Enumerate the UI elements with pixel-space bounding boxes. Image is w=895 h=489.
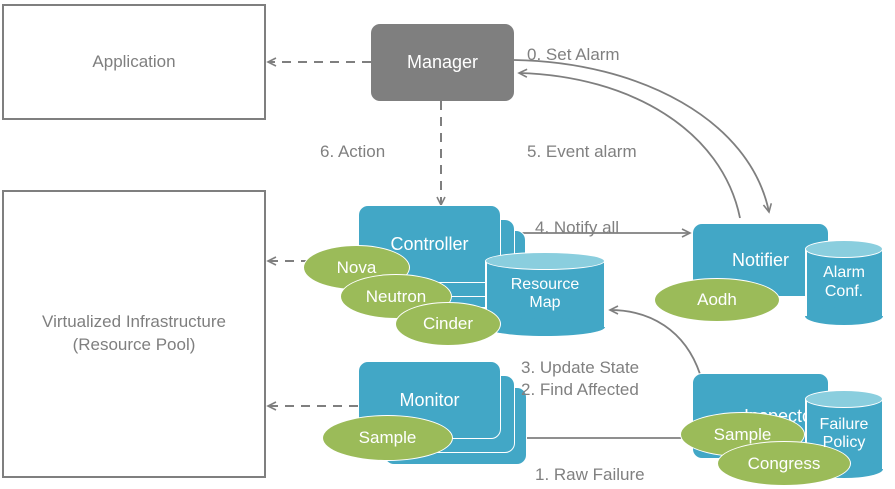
failure-policy-label: Failure Policy xyxy=(819,415,869,451)
tag-cinder-label: Cinder xyxy=(422,314,474,333)
controller-label: Controller xyxy=(390,233,469,254)
cylinder-side-left xyxy=(485,261,487,327)
flow-label-update-find: 3. Update State 2. Find Affected xyxy=(521,335,639,401)
flow-label-event-alarm-text: 5. Event alarm xyxy=(527,142,637,162)
tag-aodh: Aodh xyxy=(654,278,780,322)
flow-label-action-text: 6. Action xyxy=(320,142,386,162)
flow-label-notify-all: 4. Notify all xyxy=(535,195,619,239)
tag-congress: Congress xyxy=(717,441,851,486)
cylinder-side-right xyxy=(881,399,883,469)
manager-box: Manager xyxy=(371,24,514,101)
cylinder-bottom xyxy=(805,307,883,325)
cylinder-side-left xyxy=(805,249,807,316)
infrastructure-label: Virtualized Infrastructure (Resource Poo… xyxy=(42,312,226,354)
alarm-conf-datastore: Alarm Conf. xyxy=(805,240,883,325)
flow-label-update-find-text: 3. Update State 2. Find Affected xyxy=(521,358,640,400)
tag-neutron-label: Neutron xyxy=(365,286,427,306)
tag-monitor-sample: Sample xyxy=(322,415,453,461)
failure-policy-datastore: Failure Policy xyxy=(805,390,883,478)
application-label: Application xyxy=(92,51,176,71)
notifier-label: Notifier xyxy=(731,249,789,270)
application-box: Application xyxy=(2,4,266,120)
cylinder-side-left xyxy=(805,399,807,469)
cylinder-top xyxy=(485,252,605,270)
cylinder-body xyxy=(805,249,883,316)
manager-label: Manager xyxy=(406,52,479,72)
infrastructure-box: Virtualized Infrastructure (Resource Poo… xyxy=(2,190,266,478)
flow-label-set-alarm: 0. Set Alarm xyxy=(527,22,620,66)
flow-label-raw-failure-text: 1. Raw Failure xyxy=(535,465,645,485)
cylinder-top xyxy=(805,390,883,408)
flow-label-action: 6. Action xyxy=(320,119,385,163)
tag-monitor-sample-label: Sample xyxy=(358,428,417,447)
cylinder-side-right xyxy=(881,249,883,316)
tag-aodh-label: Aodh xyxy=(697,290,737,309)
cylinder-body xyxy=(485,261,605,327)
monitor-label: Monitor xyxy=(399,389,460,410)
tag-inspector-sample-label: Sample xyxy=(713,424,772,444)
cylinder-top xyxy=(805,240,883,258)
tag-nova-label: Nova xyxy=(336,257,377,277)
flow-label-raw-failure: 1. Raw Failure xyxy=(535,442,645,486)
flow-label-notify-all-text: 4. Notify all xyxy=(535,218,620,238)
resource-map-datastore: Resource Map xyxy=(485,252,605,336)
tag-congress-label: Congress xyxy=(747,453,821,473)
tag-cinder: Cinder xyxy=(395,302,501,346)
flow-label-set-alarm-text: 0. Set Alarm xyxy=(527,45,620,65)
cylinder-bottom xyxy=(485,318,605,336)
cylinder-side-right xyxy=(603,261,605,327)
alarm-conf-label: Alarm Conf. xyxy=(823,264,865,300)
resource-map-label: Resource Map xyxy=(510,275,580,311)
flow-label-event-alarm: 5. Event alarm xyxy=(527,119,637,163)
